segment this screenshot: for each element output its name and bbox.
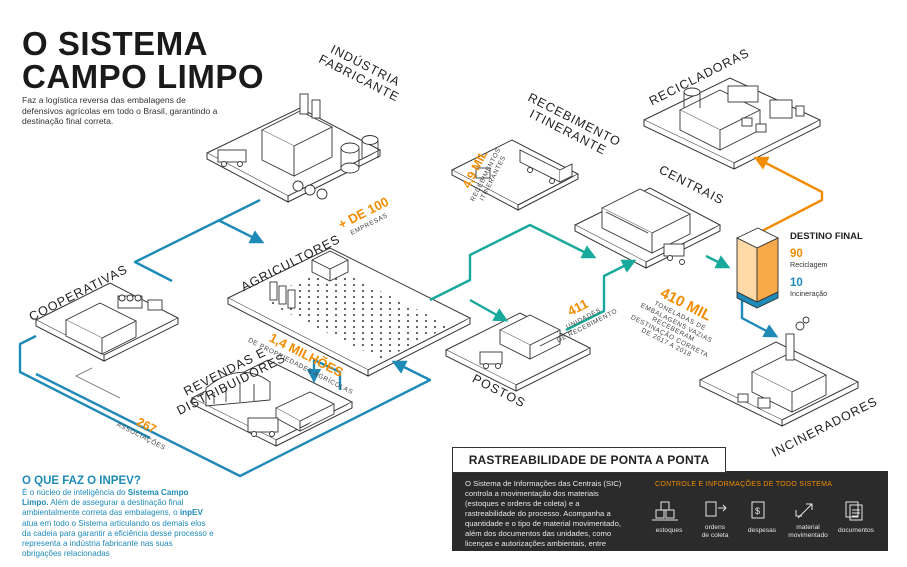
inpev-heading: O QUE FAZ O INPEV? [22,475,141,487]
document-icon [845,501,863,521]
inpev-text-c: Além de assegurar a destinação final amb… [22,498,184,518]
page-title: O SISTEMA CAMPO LIMPO [22,25,264,95]
destino-reciclagem-label: Reciclagem [790,260,828,269]
rastreabilidade-text: O Sistema de Informações das Centrais (S… [465,479,622,548]
destino-final: DESTINO FINAL 90 Reciclagem 10 Incineraç… [790,231,863,298]
flow-revendas-agri [306,358,342,390]
controle-item-estoques: estoques [655,527,683,534]
controle-item-material: material movimentado [788,524,828,539]
central-building [600,188,692,265]
inpev-text-a: É o núcleo de inteligência do [22,488,128,497]
svg-text:$: $ [755,506,760,516]
cooperative-building [64,294,163,355]
flow-agri-receb [429,223,597,302]
stock-icon [652,501,678,521]
assoc-bracket [74,367,121,399]
controle-icons: $ [652,501,863,521]
flow-centrais-dest [705,254,731,269]
flow-coop-left [18,334,151,440]
destino-incineracao-value: 10 [790,277,803,289]
flow-industria-agri [217,218,265,244]
destino-incineracao-label: Incineração [790,289,828,298]
destino-heading: DESTINO FINAL [790,231,863,242]
flow-industria-coop [133,198,261,283]
destino-column [735,227,780,309]
controle-item-despesas: despesas [747,527,777,534]
incinerator-building [737,316,828,413]
flow-dest-recic [753,156,824,234]
controle-item-ordens: ordens de coleta [701,524,729,539]
crop-field [262,266,450,360]
inpev-text: É o núcleo de inteligência do Sistema Ca… [22,488,214,559]
controle-heading: CONTROLE E INFORMAÇÕES DE TODO SISTEMA [655,481,833,488]
order-icon [705,501,727,517]
controle-item-documentos: documentos [838,527,874,534]
truck-recebimento [475,149,573,184]
material-icon [795,503,813,519]
rastreabilidade-heading: RASTREABILIDADE DE PONTA A PONTA [452,447,726,473]
expense-icon: $ [751,501,765,519]
factory-building [217,93,379,200]
rastreabilidade-panel [452,471,888,551]
inpev-text-e: atua em todo o Sistema articulando os de… [22,518,214,559]
postos-building [479,314,573,369]
farm-silos [269,250,349,309]
flow-postos-centrais [565,259,637,332]
destino-reciclagem-value: 90 [790,248,803,260]
flow-agri-postos [469,298,509,322]
flow-dest-incin [740,300,779,338]
inpev-text-d: inpEV [179,508,203,518]
recycler-building [678,85,805,151]
inpev-text-b: Sistema Campo Limpo. [22,488,189,508]
platform-recebimento [450,139,580,211]
page-subtitle: Faz a logística reversa das embalagens d… [22,95,218,126]
warehouse-revendas [205,371,336,437]
flow-loop [35,360,432,478]
